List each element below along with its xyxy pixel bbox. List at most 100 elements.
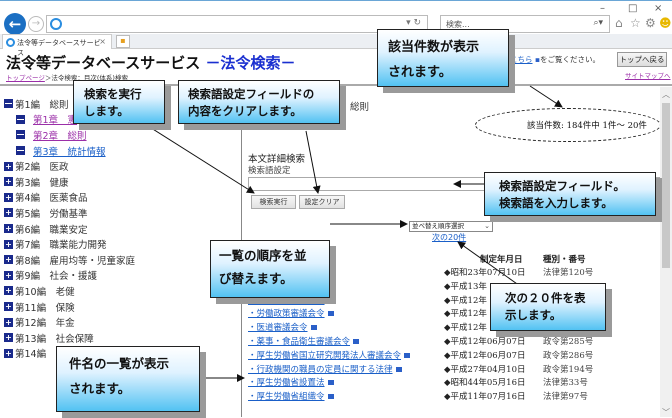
notice-text: こちら ▪をご覧ください。: [510, 54, 600, 65]
detail-search-heading: 本文詳細検索: [248, 154, 306, 165]
expand-plus-icon[interactable]: +: [4, 317, 13, 327]
tree-part-item[interactable]: 第1編 総則: [4, 96, 239, 112]
minimize-button[interactable]: –: [600, 3, 605, 14]
law-list-item: ・厚生科学審議会令: [248, 294, 478, 308]
expand-plus-icon[interactable]: +: [4, 270, 13, 280]
search-button[interactable]: 検索実行: [251, 195, 296, 209]
smiley-icon[interactable]: ☻: [659, 16, 672, 30]
tree-item-label: 第7編 職業能力開発: [15, 240, 107, 252]
tree-part-item[interactable]: +第6編 職業安定: [4, 221, 239, 237]
breadcrumb-top-link[interactable]: トップページ: [6, 74, 45, 82]
vertical-scrollbar[interactable]: ︿ ﹀: [660, 87, 672, 417]
law-name-link[interactable]: ・行政機関の職員の定員に関する法律: [248, 364, 393, 375]
scroll-up-icon[interactable]: ︿: [662, 90, 670, 99]
breadcrumb: トップページ＞法令検索：目次(体系)検索: [6, 72, 128, 82]
external-link-icon: [404, 352, 411, 358]
expand-plus-icon[interactable]: +: [4, 177, 13, 187]
home-icon[interactable]: ⌂: [615, 16, 623, 30]
forward-button[interactable]: →: [28, 16, 44, 32]
tree-chapter-item[interactable]: 第2章 総則: [4, 127, 239, 143]
tree-item-label: 第12編 年金: [15, 318, 75, 330]
scroll-thumb[interactable]: [662, 103, 670, 268]
tree-item-label[interactable]: 第3章 統計情報: [33, 146, 106, 158]
tree-part-item[interactable]: +第7編 職業能力開発: [4, 236, 239, 252]
arrow-count: [529, 85, 563, 108]
tree-part-item[interactable]: +第13編 社会保障: [4, 330, 239, 346]
category-tree: 第1編 総則第1章 憲第2章 総則第3章 統計情報+第2編 医政+第3編 健康+…: [4, 96, 239, 361]
next-20-link[interactable]: 次の20件: [432, 233, 467, 242]
law-list-item: ・医道審議会令: [248, 321, 478, 335]
browser-tab[interactable]: 法令等データベースサービス ×: [2, 34, 112, 57]
browser-search-input[interactable]: 検索... ⌕▾: [440, 15, 610, 33]
external-link-icon: [327, 380, 334, 386]
tree-chapter-item[interactable]: 第3章 統計情報: [4, 143, 239, 159]
expand-plus-icon[interactable]: +: [4, 239, 13, 249]
tree-part-item[interactable]: +第4編 医薬食品: [4, 190, 239, 206]
expand-plus-icon[interactable]: +: [4, 302, 13, 312]
back-arrow-icon: ←: [8, 15, 22, 33]
address-bar[interactable]: ▾ ↻: [46, 15, 428, 33]
law-list-item: ・薬事・食品衛生審議会令: [248, 335, 478, 349]
law-name-link[interactable]: ・労働政策審議会令: [248, 309, 325, 320]
maximize-button[interactable]: □: [628, 3, 638, 14]
law-name-link[interactable]: ・厚生労働省組織令: [248, 392, 325, 403]
sort-order-select[interactable]: 並べ替え順序選択 ⌄: [409, 221, 493, 232]
expand-plus-icon[interactable]: +: [4, 286, 13, 296]
collapse-minus-icon[interactable]: [16, 146, 25, 156]
external-link-icon: [353, 338, 360, 344]
tree-part-item[interactable]: +第2編 医政: [4, 158, 239, 174]
expand-plus-icon[interactable]: +: [4, 224, 13, 234]
clear-button[interactable]: 設定クリア: [299, 195, 345, 209]
expand-plus-icon[interactable]: +: [4, 161, 13, 171]
gear-icon[interactable]: ⚙: [645, 16, 656, 30]
expand-plus-icon[interactable]: +: [4, 333, 13, 343]
tree-item-label: 第3編 健康: [15, 177, 69, 189]
collapse-minus-icon[interactable]: [16, 114, 25, 124]
expand-plus-icon[interactable]: +: [4, 192, 13, 202]
tree-item-label: 第6編 職業安定: [15, 224, 88, 236]
tree-chapter-item[interactable]: 第1章 憲: [4, 112, 239, 128]
expand-plus-icon[interactable]: +: [4, 208, 13, 218]
collapse-minus-icon[interactable]: [16, 130, 25, 140]
law-name-link[interactable]: ・厚生科学審議会令: [248, 295, 325, 306]
law-date: ◆昭和44年05月16日: [444, 378, 526, 389]
notice-link[interactable]: こちら: [510, 55, 533, 64]
law-name-link[interactable]: ・厚生労働省国立研究開発法人審議会令: [248, 350, 402, 361]
callout-line: されます。: [388, 64, 452, 80]
law-name-link[interactable]: ・厚生労働省設置法: [248, 378, 325, 389]
tree-item-label[interactable]: 第1章 憲: [33, 115, 78, 127]
law-name-link[interactable]: ・医道審議会令: [248, 323, 308, 334]
expand-plus-icon[interactable]: +: [4, 255, 13, 265]
notice-rest: をご覧ください。: [539, 55, 600, 64]
tree-part-item[interactable]: +第14編: [4, 346, 239, 362]
star-icon[interactable]: ☆: [630, 16, 641, 30]
back-to-top-button[interactable]: トップへ戻る: [617, 52, 667, 67]
refresh-icon[interactable]: ▾ ↻: [406, 18, 421, 28]
search-icon[interactable]: ⌕▾: [593, 18, 603, 28]
law-type-number: 法律第97号: [543, 392, 588, 403]
callout-line: 次の２０件を表: [505, 291, 586, 305]
tree-part-item[interactable]: +第10編 老健: [4, 283, 239, 299]
close-window-button[interactable]: ×: [654, 3, 663, 14]
chevron-down-icon: ⌄: [484, 222, 490, 230]
scroll-down-icon[interactable]: ﹀: [662, 408, 670, 417]
callout-sort: 一覧の順序を並び替えます。: [210, 240, 330, 298]
expand-plus-icon[interactable]: +: [4, 348, 13, 358]
collapse-minus-icon[interactable]: [4, 99, 13, 109]
close-tab-icon[interactable]: ×: [99, 37, 106, 46]
callout-line: 一覧の順序を並: [219, 248, 307, 263]
sitemap-link[interactable]: サイトマップへ: [625, 72, 671, 80]
tree-item-label[interactable]: 第2章 総則: [33, 130, 87, 142]
tree-part-item[interactable]: +第11編 保険: [4, 299, 239, 315]
law-type-number: 政令第286号: [543, 350, 594, 361]
law-name-link[interactable]: ・薬事・食品衛生審議会令: [248, 336, 351, 347]
law-date: ◆平成12年06月07日: [444, 336, 526, 347]
tree-part-item[interactable]: +第3編 健康: [4, 174, 239, 190]
tree-part-item[interactable]: +第8編 雇用均等・児童家庭: [4, 252, 239, 268]
new-tab-button[interactable]: ▪: [116, 35, 130, 48]
tree-part-item[interactable]: +第12編 年金: [4, 314, 239, 330]
tree-part-item[interactable]: +第9編 社会・援護: [4, 268, 239, 284]
ie-logo-icon: [50, 18, 62, 30]
back-button[interactable]: ←: [4, 13, 26, 35]
tree-part-item[interactable]: +第5編 労働基準: [4, 205, 239, 221]
